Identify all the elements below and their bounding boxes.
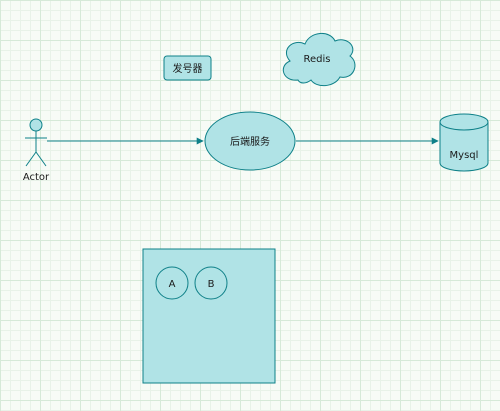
actor-node[interactable]: Actor: [23, 118, 50, 183]
node-b-label: B: [208, 279, 215, 290]
redis-label: Redis: [304, 54, 331, 65]
mysql-label: Mysql: [450, 150, 479, 161]
node-b-circle: [194, 266, 228, 300]
backend-ellipse: [204, 111, 296, 171]
node-a-circle: [155, 266, 189, 300]
container-group[interactable]: A B: [142, 248, 276, 384]
backend-node[interactable]: 后端服务: [204, 111, 296, 171]
issuer-label: 发号器: [173, 62, 203, 75]
backend-label: 后端服务: [230, 135, 270, 148]
actor-leg-right: [35, 151, 47, 167]
actor-head: [29, 118, 43, 132]
actor-leg-left: [25, 151, 37, 167]
database-top-rim: [439, 121, 489, 131]
redis-node[interactable]: Redis: [282, 33, 356, 87]
issuer-box: [163, 55, 212, 81]
node-a[interactable]: A: [155, 266, 189, 300]
database-icon: [439, 113, 489, 172]
mysql-node[interactable]: Mysql: [439, 113, 489, 172]
node-a-label: A: [169, 279, 176, 290]
actor-label: Actor: [23, 172, 50, 183]
node-b[interactable]: B: [194, 266, 228, 300]
issuer-node[interactable]: 发号器: [163, 55, 212, 81]
cloud-icon: [282, 33, 356, 87]
